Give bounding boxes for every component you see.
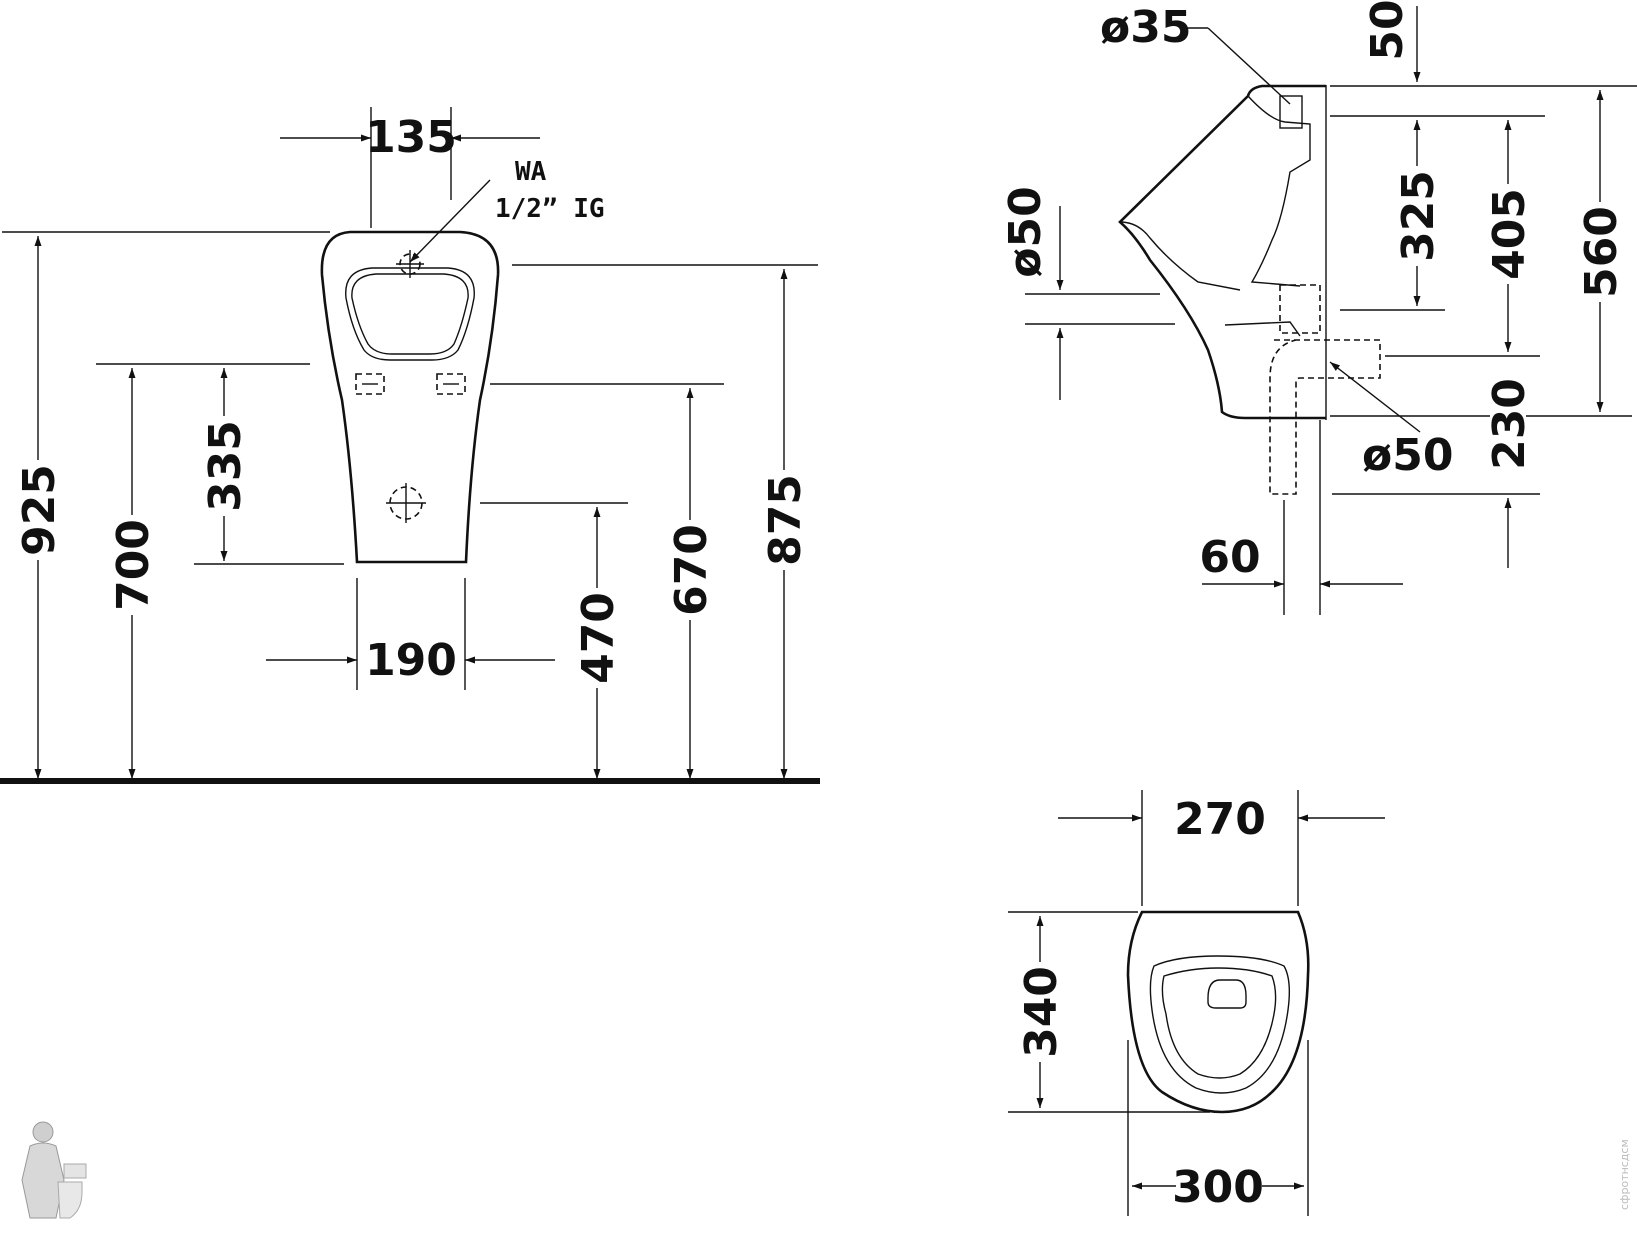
fixing-bracket-left: [355, 373, 385, 395]
front-bowl-inner: [351, 273, 469, 355]
front-bowl-opening: [345, 267, 475, 361]
top-urinal-outline: [1126, 910, 1310, 1114]
dim-405: 405: [1484, 188, 1535, 280]
dim-offset-50: 50: [1362, 0, 1413, 61]
water-note-line1: WA: [515, 157, 547, 187]
front-urinal-body: [320, 230, 500, 564]
side-bowl-rim: [1119, 221, 1241, 291]
dim-560: 560: [1576, 206, 1627, 298]
dim-diameter-50-right: ø50: [1362, 430, 1453, 481]
dim-700: 700: [108, 519, 159, 611]
dim-190: 190: [365, 635, 457, 686]
fixing-bracket-right: [436, 373, 466, 395]
side-waste-pipe: [1269, 339, 1381, 495]
top-bowl-inner: [1161, 967, 1277, 1079]
dim-670: 670: [666, 524, 717, 616]
dim-135: 135: [365, 112, 457, 163]
side-view: ø35 50 325 405 560 230 ø50: [1000, 0, 1637, 615]
dim-335: 335: [200, 420, 251, 512]
dim-230: 230: [1484, 378, 1535, 470]
top-view: 270 340 300: [1008, 790, 1385, 1216]
top-bowl-outer: [1149, 955, 1291, 1094]
dim-270: 270: [1174, 794, 1266, 845]
dim-470: 470: [573, 592, 624, 684]
dim-300: 300: [1172, 1162, 1264, 1213]
side-urinal-profile: [1118, 84, 1326, 420]
top-spreader: [1207, 979, 1247, 1009]
dim-diameter-35: ø35: [1100, 2, 1191, 53]
watermark: сфротнсдсм: [1618, 1139, 1631, 1210]
dim-925: 925: [14, 464, 65, 556]
dim-offset-60: 60: [1199, 532, 1260, 583]
outlet-marker: [386, 483, 426, 523]
dim-340: 340: [1016, 966, 1067, 1058]
side-flush-channel: [1247, 95, 1311, 287]
water-note-line2: 1/2” IG: [495, 194, 605, 224]
side-outlet-fitting: [1279, 284, 1321, 334]
plumber-logo: [21, 1121, 87, 1219]
side-trap: [1224, 321, 1301, 337]
dim-325: 325: [1393, 170, 1444, 262]
side-inlet-fitting: [1279, 95, 1303, 129]
dim-875: 875: [760, 474, 811, 566]
dim-diameter-50-left: ø50: [1000, 186, 1051, 277]
front-view: 135 WA 1/2” IG 925 700 335 190 470: [0, 107, 820, 784]
